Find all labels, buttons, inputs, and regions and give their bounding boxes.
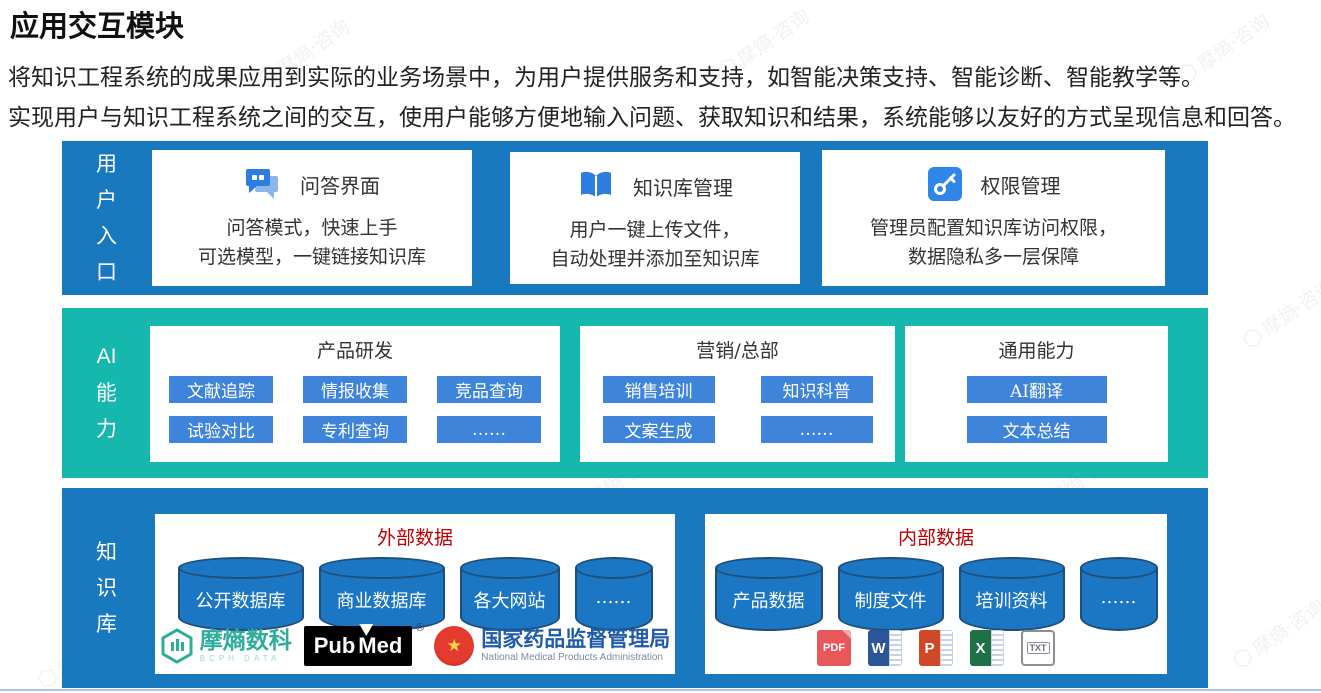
- ai-chip: 专利查询: [303, 416, 407, 443]
- word-file-icon: W: [868, 630, 902, 666]
- mohuan-logo-subtext: BCPH DATA: [199, 654, 281, 663]
- description-line-2: 实现用户与知识工程系统之间的交互，使用户能够方便地输入问题、获取知识和结果，系统…: [8, 105, 1296, 131]
- nmpa-logo-en-text: National Medical Products Administration: [481, 652, 664, 664]
- bottom-border-line: [0, 689, 1321, 691]
- group-marketing-hq: 营销/总部 销售培训 知识科普 文案生成 ……: [580, 326, 895, 462]
- internal-data-title: 内部数据: [897, 527, 974, 549]
- mohuan-logo-text: 摩熵数科: [199, 627, 292, 653]
- watermark-logo-icon: ⬡: [1227, 642, 1259, 675]
- band-knowledge-base: 知 识 库 外部数据 公开数据库 商业数据库 各大网站: [62, 488, 1208, 688]
- card-knowledge-base-management: 知识库管理 用户一键上传文件， 自动处理并添加至知识库: [510, 152, 800, 284]
- card-line: 用户一键上传文件，: [569, 219, 741, 241]
- description-line-1: 将知识工程系统的成果应用到实际的业务场景中，为用户提供服务和支持，如智能决策支持…: [8, 65, 1204, 91]
- band-label-knowledge-base: 知 识 库: [96, 540, 117, 636]
- ai-chip: 情报收集: [303, 376, 407, 403]
- open-book-icon: [577, 170, 615, 202]
- excel-file-icon: X: [970, 630, 1004, 666]
- nmpa-logo-cn-text: 国家药品监督管理局: [481, 628, 671, 652]
- card-permission-management: 权限管理 管理员配置知识库访问权限， 数据隐私多一层保障: [822, 150, 1165, 286]
- ai-chip: AI翻译: [966, 376, 1107, 403]
- group-product-rd: 产品研发 文献追踪 情报收集 竞品查询 试验对比 专利查询 ……: [150, 326, 560, 462]
- card-line: 自动处理并添加至知识库: [550, 248, 760, 270]
- registered-mark: ®: [416, 622, 425, 634]
- chat-bubbles-icon: [244, 167, 282, 201]
- card-line: 管理员配置知识库访问权限，: [869, 217, 1117, 239]
- hexagon-logo-icon: [160, 628, 194, 664]
- pdf-file-icon: PDF: [817, 630, 851, 666]
- database-cylinder: 培训资料: [958, 557, 1065, 631]
- ai-chip: 文本总结: [966, 416, 1107, 443]
- card-title: 知识库管理: [633, 175, 733, 200]
- database-cylinder: 商业数据库: [318, 557, 445, 631]
- band-user-entry: 用 户 入 口 问答界面 问答模式，快速上手 可选模型，一键链接知识: [62, 141, 1208, 295]
- card-line: 数据隐私多一层保障: [907, 246, 1079, 268]
- powerpoint-file-icon: P: [919, 630, 953, 666]
- ai-chip: 文案生成: [602, 416, 715, 443]
- ai-chip: ……: [437, 416, 541, 443]
- internal-data-card: 内部数据 产品数据 制度文件 培训资料 ……: [705, 514, 1167, 674]
- band-ai-capability: AI 能 力 产品研发 文献追踪 情报收集 竞品查询 试验对比 专利查询 …… …: [62, 308, 1208, 478]
- band-label-user-entry: 用 户 入 口: [96, 152, 117, 284]
- band-label-ai-capability: AI 能 力: [96, 345, 117, 441]
- watermark: ⬡摩熵·咨询: [1237, 275, 1321, 355]
- external-data-card: 外部数据 公开数据库 商业数据库 各大网站 ……: [155, 514, 675, 674]
- group-title: 通用能力: [998, 340, 1075, 362]
- external-data-title: 外部数据: [376, 527, 453, 549]
- key-icon: [927, 166, 963, 202]
- ai-chip: ……: [760, 416, 873, 443]
- mohuan-shuke-logo: 摩熵数科 BCPH DATA: [160, 628, 292, 664]
- database-cylinder: ……: [574, 557, 653, 631]
- card-title: 权限管理: [980, 173, 1061, 198]
- database-cylinder: 各大网站: [459, 557, 560, 631]
- ai-chip: 销售培训: [602, 376, 715, 403]
- card-qa-interface: 问答界面 问答模式，快速上手 可选模型，一键链接知识库: [152, 150, 472, 286]
- card-line: 问答模式，快速上手: [226, 217, 398, 239]
- group-title: 营销/总部: [696, 340, 779, 362]
- database-cylinder: 制度文件: [837, 557, 944, 631]
- database-cylinder: 产品数据: [714, 557, 823, 631]
- watermark-logo-icon: ⬡: [1237, 322, 1269, 355]
- pubmed-book-glyph: Med: [358, 633, 403, 658]
- watermark: ⬡摩熵·咨询: [1227, 595, 1321, 675]
- txt-file-icon: TXT: [1021, 630, 1055, 666]
- ai-chip: 试验对比: [169, 416, 273, 443]
- ai-chip: 竞品查询: [437, 376, 541, 403]
- pubmed-logo: Pub Med ®: [303, 622, 424, 666]
- nmpa-logo: ★ 国家药品监督管理局 National Medical Products Ad…: [434, 626, 670, 666]
- group-title: 产品研发: [316, 340, 393, 362]
- database-cylinder: ……: [1079, 557, 1158, 631]
- group-general-capability: 通用能力 AI翻译 文本总结: [905, 326, 1168, 462]
- page-title: 应用交互模块: [10, 9, 185, 43]
- ai-chip: 文献追踪: [169, 376, 273, 403]
- national-emblem-icon: ★: [434, 626, 475, 666]
- ai-chip: 知识科普: [760, 376, 873, 403]
- database-cylinder: 公开数据库: [177, 557, 304, 631]
- card-title: 问答界面: [300, 173, 380, 198]
- card-line: 可选模型，一键链接知识库: [197, 246, 426, 268]
